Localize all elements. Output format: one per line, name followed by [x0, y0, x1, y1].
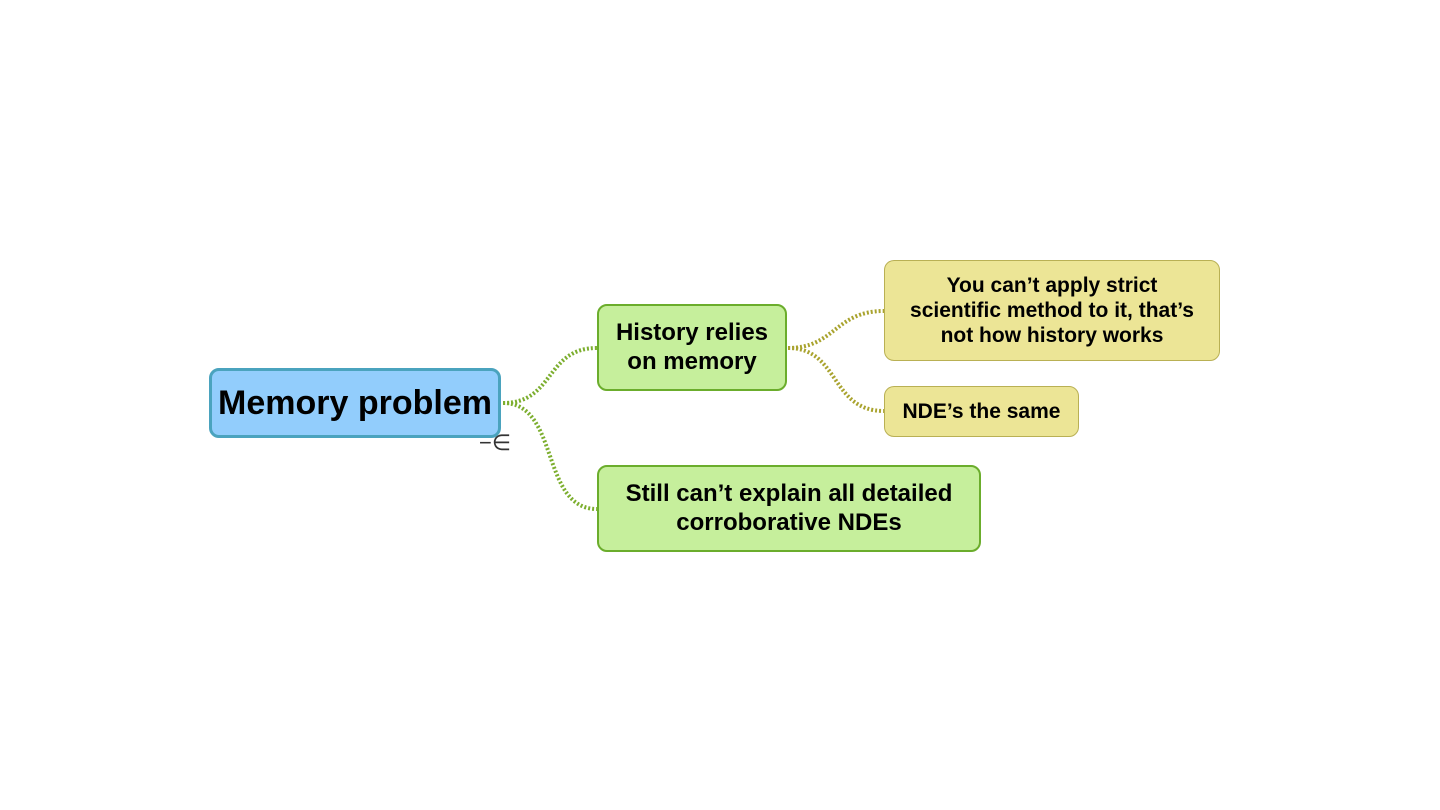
node-history-relies-on-memory[interactable]: History relies on memory	[597, 304, 787, 391]
node-text-line: scientific method to it, that’s	[910, 298, 1194, 322]
connector-root-history	[502, 346, 598, 405]
node-cant-apply-scientific-method[interactable]: You can’t apply strict scientific method…	[884, 260, 1220, 361]
node-text-line: NDE’s the same	[902, 399, 1061, 423]
node-still-cant-explain[interactable]: Still can’t explain all detailed corrobo…	[597, 465, 981, 552]
node-text-line: on memory	[627, 347, 757, 375]
collapse-toggle-icon[interactable]: −∈	[479, 430, 512, 455]
connector-root-still	[502, 401, 598, 511]
node-text-line: corroborative NDEs	[676, 508, 902, 536]
node-text-line: You can’t apply strict	[946, 273, 1158, 297]
node-text-line: History relies	[615, 318, 769, 346]
node-nde-same[interactable]: NDE’s the same	[884, 386, 1079, 437]
connector-history-strict	[787, 309, 885, 350]
node-text-line: Still can’t explain all detailed	[625, 479, 953, 507]
root-node-label: Memory problem	[218, 383, 492, 422]
root-node-memory-problem[interactable]: Memory problem	[209, 368, 501, 438]
connector-history-nde	[787, 346, 885, 413]
node-text-line: not how history works	[940, 324, 1164, 348]
